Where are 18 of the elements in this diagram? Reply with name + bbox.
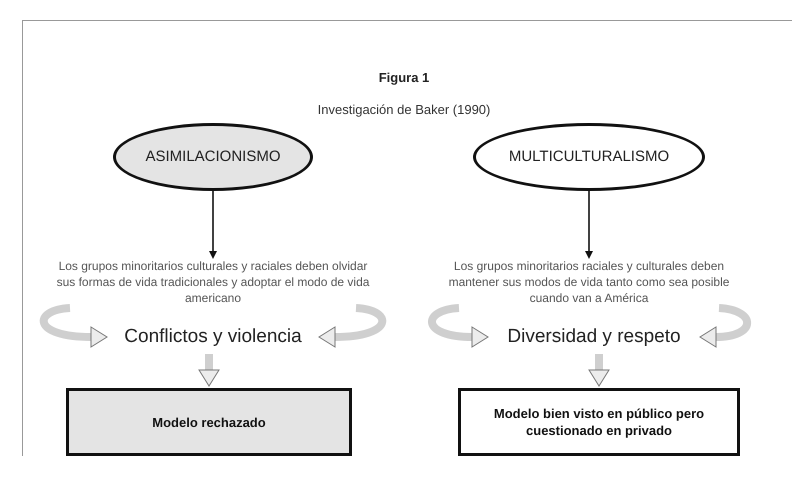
concept-ellipse: ASIMILACIONISMO	[113, 123, 313, 191]
description-text: Los grupos minoritarios raciales y culturales deben mantener sus modos de vida tanto como sea posible cuando van a América	[437, 258, 741, 308]
block-arrow	[428, 304, 488, 348]
result-box: Modelo rechazado	[66, 388, 352, 456]
block-arrow	[318, 304, 386, 348]
arrow	[585, 191, 593, 259]
block-arrow	[40, 304, 108, 348]
block-arrow	[588, 354, 610, 386]
arrow	[209, 191, 217, 259]
result-box: Modelo bien visto en público pero cuestionado en privado	[458, 388, 740, 456]
outcome-text: Conflictos y violencia	[113, 322, 313, 352]
block-arrow	[198, 354, 220, 386]
outcome-text: Diversidad y respeto	[494, 322, 694, 352]
block-arrow	[700, 304, 751, 348]
figure-title: Figura 1	[378, 69, 430, 87]
concept-ellipse: MULTICULTURALISMO	[473, 123, 705, 191]
subtitle: Investigación de Baker (1990)	[318, 102, 490, 117]
description-text: Los grupos minoritarios culturales y raciales deben olvidar sus formas de vida tradicionales y adoptar el modo de vida americano	[48, 258, 378, 308]
